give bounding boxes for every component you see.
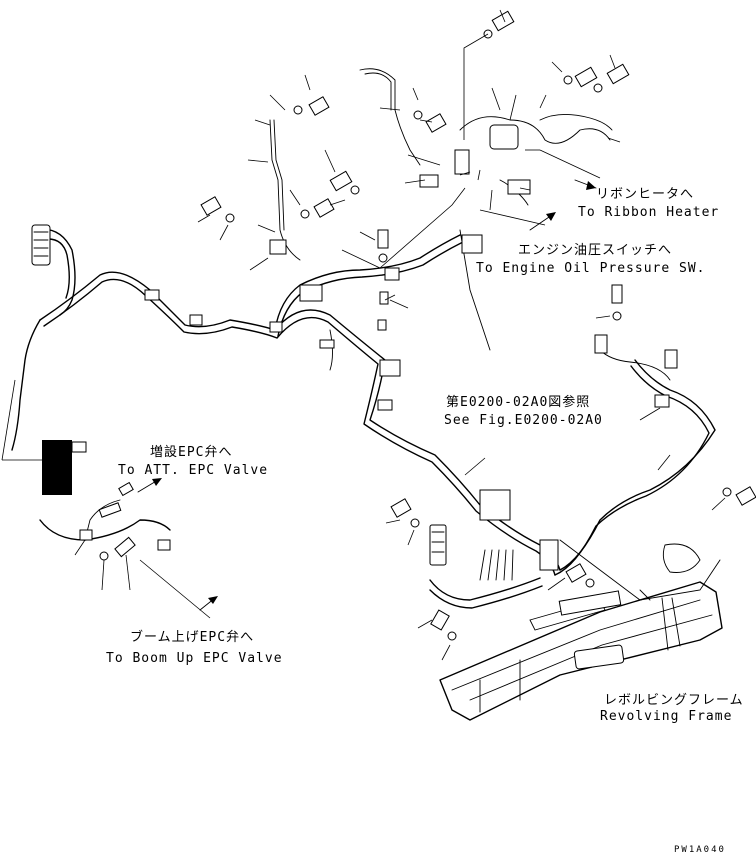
bolts [99, 10, 756, 641]
boom-epc-label-en: To Boom Up EPC Valve [106, 651, 283, 666]
frame-label-en: Revolving Frame [600, 709, 732, 724]
labels: リボンヒータへ To Ribbon Heater エンジン油圧スイッチへ To … [106, 187, 744, 854]
ribbon-heater-label-jp: リボンヒータへ [596, 187, 694, 202]
leader-lines [1, 9, 726, 661]
callout-arrows [137, 179, 597, 611]
oil-pressure-label-jp: エンジン油圧スイッチへ [518, 243, 672, 258]
att-epc-label-en: To ATT. EPC Valve [118, 463, 268, 478]
drawing-code: PW1A040 [674, 845, 726, 854]
ribbon-heater-label-en: To Ribbon Heater [578, 205, 719, 220]
oil-pressure-label-en: To Engine Oil Pressure SW. [476, 261, 706, 276]
att-epc-label-jp: 増設EPC弁へ [150, 444, 232, 460]
upper-branches [269, 68, 671, 381]
boom-epc-label-jp: ブーム上げEPC弁へ [130, 629, 254, 645]
see-fig-label-en: See Fig.E0200-02A0 [444, 413, 603, 428]
revolving-frame [439, 539, 723, 721]
frame-label-jp: レボルビングフレーム [604, 693, 744, 708]
see-fig-label-jp: 第E0200-02A0図参照 [446, 394, 590, 410]
